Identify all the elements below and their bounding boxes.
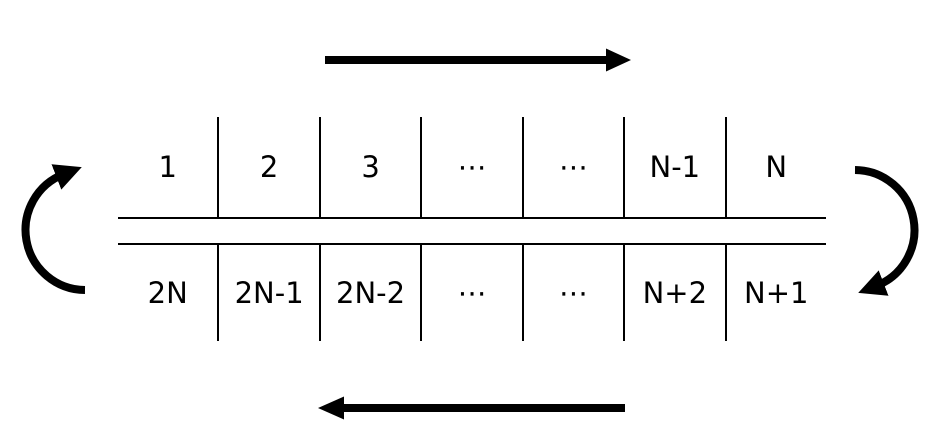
wrap-around-up-arrow-icon xyxy=(21,164,86,294)
array-row-top: 1 2 3 ⋯ ⋯ N-1 N xyxy=(118,117,826,219)
cell-label: 2N-2 xyxy=(336,275,406,310)
cell-label: 2N-1 xyxy=(234,275,304,310)
cell-label: N+2 xyxy=(642,275,708,310)
ellipsis-label: ⋯ xyxy=(457,149,487,184)
cell-label: N-1 xyxy=(649,149,701,184)
array-cell: 1 xyxy=(118,117,217,217)
array-row-bottom: 2N 2N-1 2N-2 ⋯ ⋯ N+2 N+1 xyxy=(118,243,826,341)
array-cell: N+1 xyxy=(724,245,826,341)
ellipsis-label: ⋯ xyxy=(457,275,487,310)
ellipsis-label: ⋯ xyxy=(558,149,588,184)
array-cell: 2N-2 xyxy=(318,245,420,341)
cell-label: 3 xyxy=(361,149,380,184)
cell-label: N xyxy=(765,149,788,184)
array-cell: N+2 xyxy=(623,245,724,341)
right-arrow-icon xyxy=(325,48,631,72)
array-cell: 2N xyxy=(118,245,217,341)
array-cell: 2N-1 xyxy=(217,245,318,341)
array-cell: ⋯ xyxy=(420,245,521,341)
ellipsis-label: ⋯ xyxy=(558,275,588,310)
cell-label: 2N xyxy=(147,275,188,310)
array-cell: ⋯ xyxy=(521,245,623,341)
array-cell: ⋯ xyxy=(420,117,521,217)
cell-label: 2 xyxy=(259,149,279,184)
cell-label: 1 xyxy=(158,149,177,184)
array-cell: N xyxy=(724,117,826,217)
cell-label: N+1 xyxy=(744,275,809,310)
left-arrow-icon xyxy=(318,396,625,420)
wrap-around-down-arrow-icon xyxy=(854,166,919,296)
array-cell: N-1 xyxy=(623,117,724,217)
array-cell: ⋯ xyxy=(521,117,623,217)
array-cell: 2 xyxy=(217,117,318,217)
array-cell: 3 xyxy=(318,117,420,217)
